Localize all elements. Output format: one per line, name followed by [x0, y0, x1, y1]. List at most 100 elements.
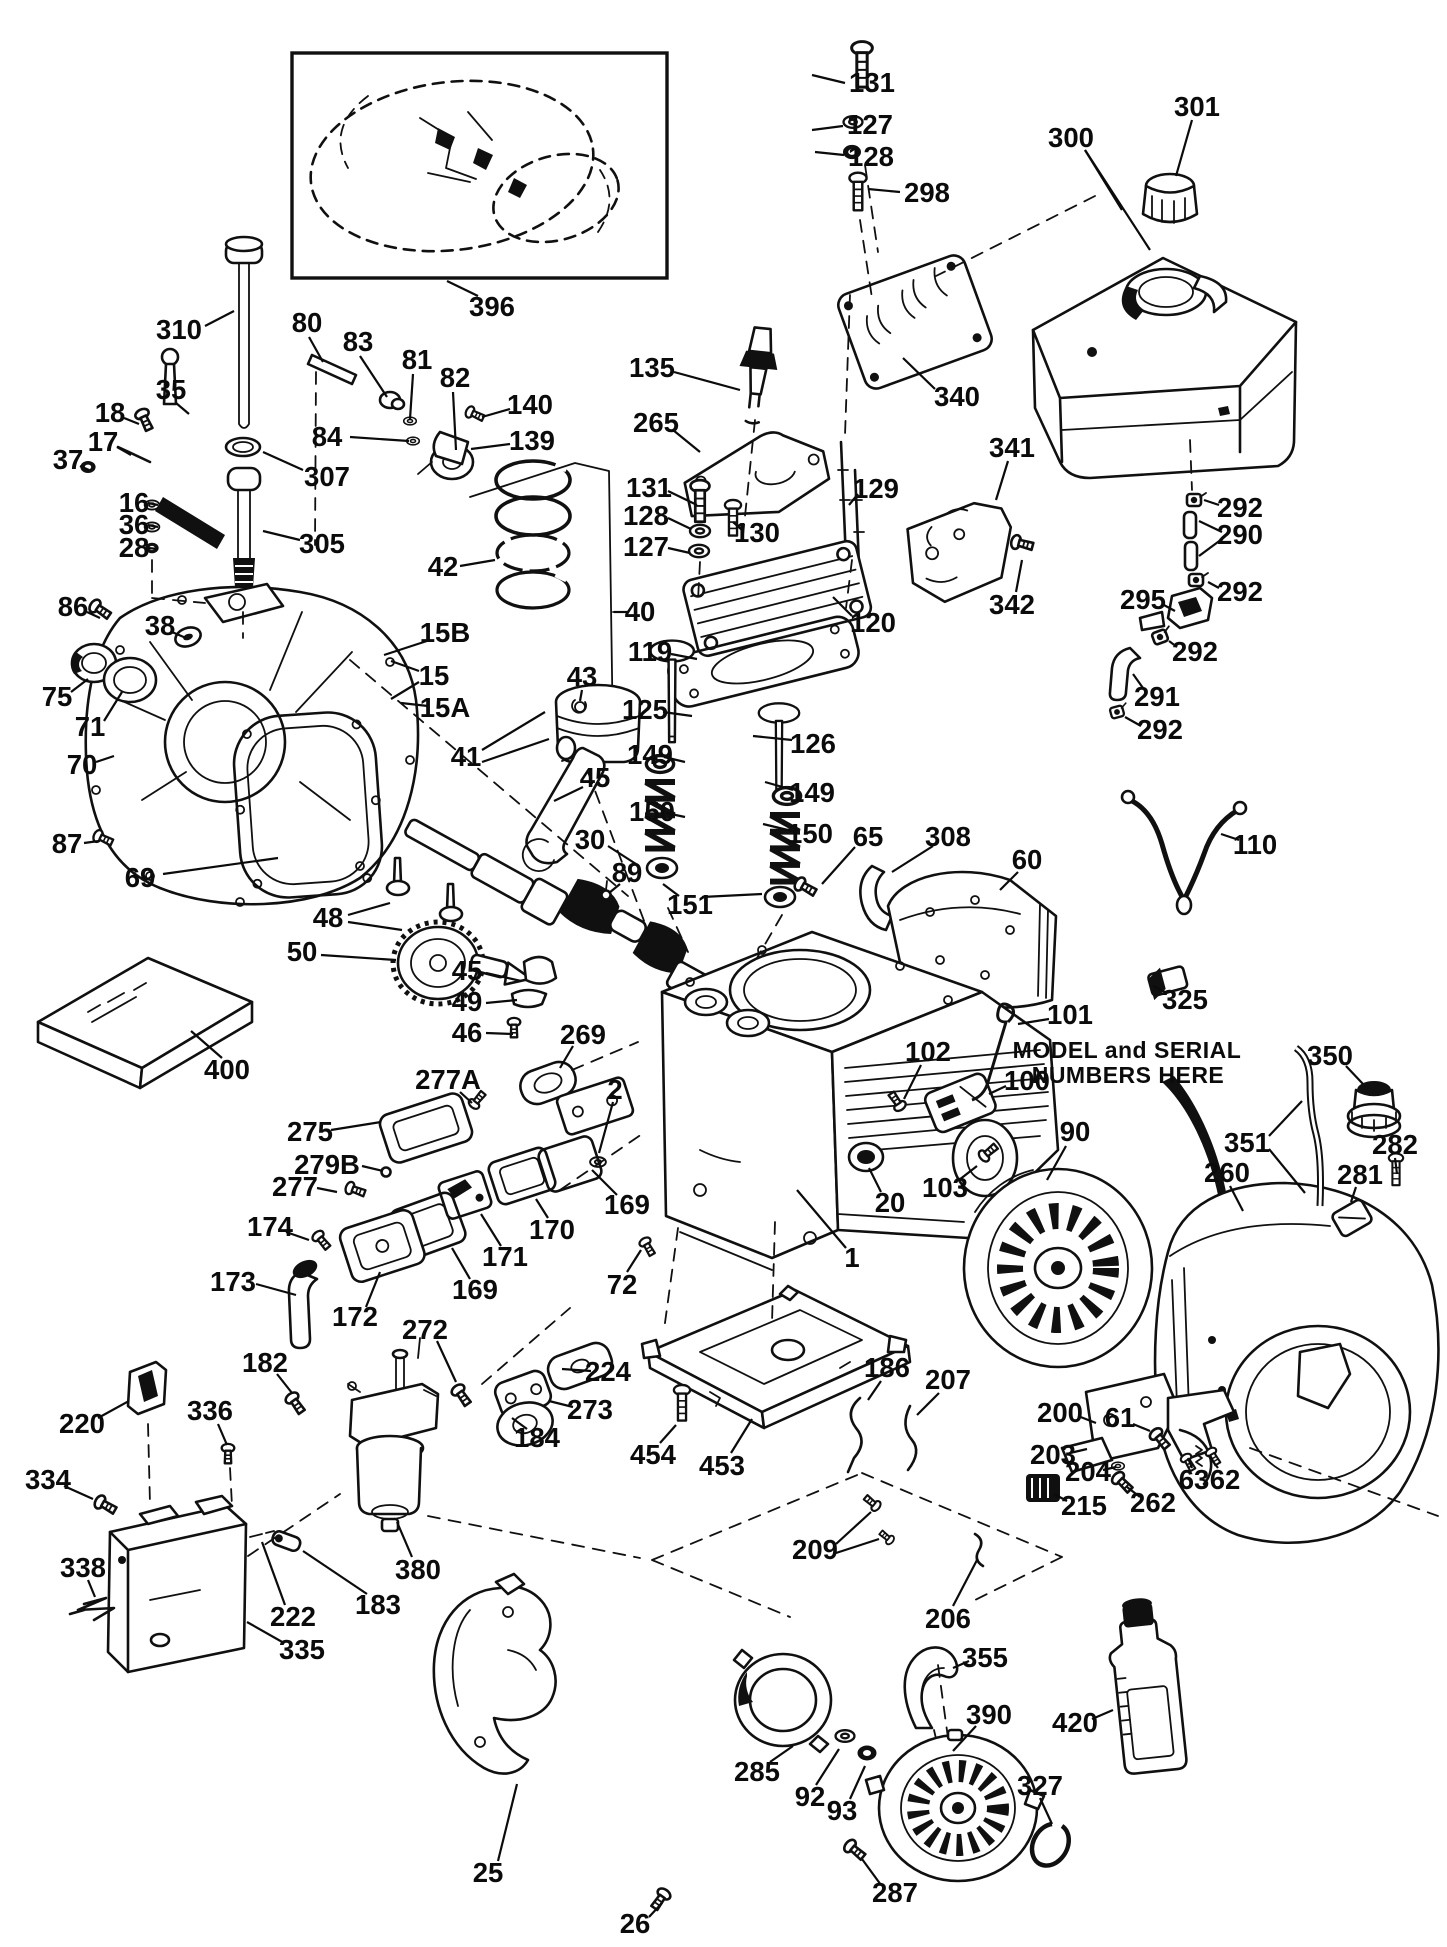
leader-line-125 [662, 710, 693, 718]
leader-line-36 [147, 523, 159, 529]
callout-93: 93 [827, 1795, 858, 1826]
leader-line-307 [262, 450, 304, 472]
ground-wire-drawing [1120, 789, 1248, 916]
callout-277: 277 [272, 1171, 318, 1202]
bearing-and-seal-drawing [70, 596, 202, 850]
leader-line-396 [446, 280, 479, 297]
leader-line-272 [436, 1340, 457, 1383]
callout-342: 342 [989, 589, 1035, 620]
leader-line-295 [1161, 603, 1176, 612]
callout-341: 341 [989, 432, 1035, 463]
leader-line-48 [347, 901, 391, 917]
leader-line-380 [395, 1521, 414, 1558]
callout-224: 224 [585, 1356, 632, 1387]
rod-cap-parts-drawing [506, 955, 558, 1039]
callout-48: 48 [313, 902, 344, 933]
bolt-454-drawing [672, 1383, 692, 1422]
leader-line-292 [1124, 716, 1142, 727]
leader-line-390 [952, 1725, 977, 1752]
leader-line-30 [607, 845, 637, 865]
leader-line-308 [891, 845, 934, 873]
callout-334: 334 [25, 1464, 72, 1495]
callout-43: 43 [567, 661, 598, 692]
leader-line-87 [83, 839, 100, 845]
callout-215: 215 [1061, 1490, 1107, 1521]
callout-420: 420 [1052, 1707, 1098, 1738]
leader-line-287 [861, 1858, 882, 1886]
leader-line-92 [815, 1748, 840, 1786]
callout-150: 150 [787, 818, 833, 849]
callout-128: 128 [623, 500, 669, 531]
callout-325: 325 [1162, 984, 1208, 1015]
leader-line-120 [832, 596, 853, 617]
leader-line-290 [1198, 538, 1223, 557]
callout-15A: 15A [420, 692, 471, 723]
wire-338-drawing [68, 1596, 116, 1622]
carburetor-drawing [249, 1337, 440, 1553]
rod-big-end-drawing [521, 838, 555, 872]
leader-line-131 [667, 490, 698, 506]
assembly-dashed-lines [147, 164, 1439, 1739]
leader-line-41 [481, 711, 546, 751]
callout-30: 30 [575, 824, 606, 855]
leader-line-150 [665, 811, 686, 819]
leader-line-292 [1203, 498, 1220, 507]
callout-396: 396 [469, 291, 515, 322]
clip-308-drawing [859, 864, 894, 932]
callout-17: 17 [88, 426, 119, 457]
leader-line-103 [958, 1165, 978, 1181]
leader-line-135 [673, 370, 741, 392]
callout-84: 84 [312, 421, 343, 452]
callout-220: 220 [59, 1408, 105, 1439]
callout-61: 61 [1105, 1402, 1136, 1433]
leader-line-338 [86, 1579, 97, 1598]
callout-292: 292 [1217, 576, 1263, 607]
leader-line-80 [308, 336, 324, 363]
callout-273: 273 [567, 1394, 613, 1425]
leader-line-203 [1069, 1447, 1088, 1455]
callout-380: 380 [395, 1554, 441, 1585]
callout-15: 15 [419, 660, 450, 691]
callout-171: 171 [482, 1241, 528, 1272]
leader-line-281 [1349, 1186, 1358, 1203]
leader-line-26 [648, 1902, 663, 1918]
callout-292: 292 [1172, 636, 1218, 667]
leader-line-172 [364, 1271, 382, 1308]
callout-260: 260 [1204, 1157, 1250, 1188]
callout-170: 170 [529, 1214, 575, 1245]
leader-line-291 [1132, 673, 1144, 689]
leader-line-342 [1014, 559, 1024, 593]
leader-line-43 [578, 689, 584, 702]
leader-line-277A [459, 1091, 473, 1104]
starter-cup-drawing [732, 1648, 833, 1754]
washer-92-drawing [834, 1728, 856, 1744]
callout-281: 281 [1337, 1159, 1383, 1190]
bearing-20-drawing [847, 1141, 885, 1173]
callout-182: 182 [242, 1347, 288, 1378]
leader-line-35 [175, 402, 190, 415]
leader-line-46 [485, 1031, 514, 1036]
callout-90: 90 [1060, 1116, 1091, 1147]
leader-line-335 [246, 1621, 285, 1644]
fuel-tank-drawing [1031, 172, 1298, 480]
callout-45: 45 [452, 955, 483, 986]
callout-41: 41 [451, 741, 482, 772]
leader-line-128 [667, 517, 692, 530]
clip-206-drawing [973, 1532, 985, 1568]
callout-149: 149 [789, 777, 835, 808]
leader-line-82 [451, 391, 458, 451]
bracket-220-drawing [126, 1360, 168, 1416]
callout-120: 120 [850, 607, 896, 638]
callout-65: 65 [853, 821, 884, 852]
fuel-cap-drawing [1141, 172, 1199, 224]
callout-42: 42 [428, 551, 459, 582]
leader-line-127 [811, 124, 844, 132]
leader-line-204 [1102, 1465, 1117, 1472]
bolt-334-drawing [91, 1492, 120, 1518]
leader-line-128 [814, 150, 845, 157]
callout-301: 301 [1174, 91, 1220, 122]
leader-line-351 [1268, 1100, 1303, 1137]
callout-45: 45 [580, 762, 611, 793]
callout-70: 70 [67, 749, 98, 780]
leader-line-72 [626, 1249, 642, 1273]
